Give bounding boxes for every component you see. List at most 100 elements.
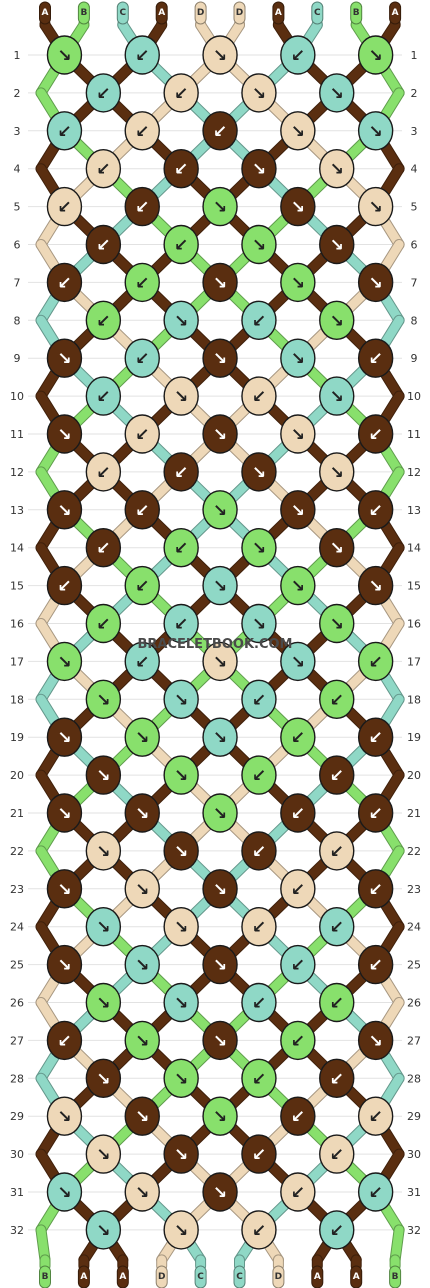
knot-direction-arrow: ↙ bbox=[330, 994, 344, 1014]
strand-letter: A bbox=[275, 8, 282, 18]
knot-body bbox=[319, 982, 355, 1023]
knot-body bbox=[241, 907, 277, 947]
knot: ↘ bbox=[241, 528, 277, 568]
knot-direction-arrow: ↙ bbox=[369, 652, 383, 672]
strand-cap-body bbox=[39, 1265, 51, 1288]
knot-direction-arrow: ↘ bbox=[291, 501, 305, 521]
strand-cap-body bbox=[350, 1265, 363, 1288]
knot-body bbox=[280, 869, 316, 909]
knot: ↘ bbox=[202, 793, 238, 833]
row-number-right: 22 bbox=[407, 845, 421, 858]
knot: ↙ bbox=[241, 300, 277, 340]
row-number-left: 3 bbox=[14, 125, 21, 138]
row-number-left: 19 bbox=[10, 731, 24, 744]
knot: ↙ bbox=[124, 186, 160, 227]
knot-body bbox=[357, 793, 394, 833]
knot-body bbox=[85, 148, 122, 189]
strand-letter: C bbox=[236, 1272, 243, 1282]
row-number-right: 32 bbox=[407, 1224, 421, 1237]
knot-body bbox=[357, 186, 394, 227]
knot: ↘ bbox=[280, 490, 316, 530]
knot-body bbox=[124, 565, 160, 606]
knot: ↙ bbox=[241, 982, 277, 1023]
knot-body bbox=[163, 831, 199, 871]
knot-body bbox=[357, 944, 394, 985]
row-number-right: 9 bbox=[411, 352, 418, 365]
knot-body bbox=[319, 73, 355, 113]
knot: ↘ bbox=[85, 755, 122, 795]
knot: ↙ bbox=[357, 1172, 394, 1212]
knot-direction-arrow: ↘ bbox=[369, 1031, 383, 1051]
knot-body bbox=[124, 338, 160, 378]
knot: ↙ bbox=[357, 1096, 394, 1136]
knot-direction-arrow: ↙ bbox=[57, 273, 71, 293]
knot-direction-arrow: ↙ bbox=[135, 273, 149, 293]
knot-body bbox=[319, 1210, 355, 1250]
knot: ↙ bbox=[85, 148, 122, 189]
knot: ↘ bbox=[241, 452, 277, 492]
knot: ↙ bbox=[319, 831, 355, 871]
knot-direction-arrow: ↘ bbox=[369, 273, 383, 293]
knot-body bbox=[241, 528, 277, 568]
knot-direction-arrow: ↙ bbox=[369, 880, 383, 900]
knot: ↘ bbox=[202, 186, 238, 227]
knot-body bbox=[124, 1096, 160, 1136]
knot: ↙ bbox=[280, 793, 316, 833]
knot-direction-arrow: ↙ bbox=[57, 577, 71, 597]
knot: ↘ bbox=[241, 73, 277, 113]
knot-direction-arrow: ↘ bbox=[213, 880, 227, 900]
knot: ↘ bbox=[163, 300, 199, 340]
knot: ↘ bbox=[202, 944, 238, 985]
knot: ↙ bbox=[163, 452, 199, 492]
knot-body bbox=[241, 73, 277, 113]
row-number-left: 10 bbox=[10, 390, 24, 403]
row-number-right: 10 bbox=[407, 390, 421, 403]
knot-direction-arrow: ↘ bbox=[252, 463, 266, 483]
knot-body bbox=[46, 793, 83, 833]
row-number-right: 25 bbox=[407, 959, 421, 972]
knot-body bbox=[357, 1096, 394, 1136]
row-number-right: 28 bbox=[407, 1072, 421, 1085]
row-number-left: 2 bbox=[14, 87, 21, 100]
knot-body bbox=[163, 376, 199, 416]
knot-body bbox=[357, 414, 394, 454]
knot-direction-arrow: ↘ bbox=[57, 728, 71, 748]
knot-body bbox=[124, 944, 160, 985]
knot-direction-arrow: ↘ bbox=[252, 539, 266, 559]
knot: ↘ bbox=[46, 641, 83, 682]
knot: ↘ bbox=[280, 262, 316, 303]
knot-body bbox=[124, 641, 160, 682]
row-number-left: 24 bbox=[10, 921, 24, 934]
knot: ↙ bbox=[124, 414, 160, 454]
knot-body bbox=[163, 1134, 199, 1174]
knot: ↘ bbox=[357, 111, 394, 151]
knot-body bbox=[85, 224, 122, 265]
knot: ↙ bbox=[357, 793, 394, 833]
knot-body bbox=[319, 1134, 355, 1174]
knot: ↘ bbox=[46, 793, 83, 833]
strand-letter: A bbox=[42, 8, 49, 18]
knot: ↙ bbox=[357, 414, 394, 454]
knot: ↘ bbox=[241, 224, 277, 265]
strand-letter: D bbox=[275, 1272, 282, 1282]
knot-direction-arrow: ↙ bbox=[96, 387, 110, 407]
knot-body bbox=[85, 1134, 122, 1174]
knot-direction-arrow: ↘ bbox=[135, 804, 149, 824]
row-number-right: 13 bbox=[407, 504, 421, 517]
knot: ↘ bbox=[280, 338, 316, 378]
knot: ↘ bbox=[46, 1096, 83, 1136]
knot: ↘ bbox=[357, 186, 394, 227]
knot-direction-arrow: ↘ bbox=[213, 425, 227, 445]
knot-body bbox=[163, 224, 199, 265]
knot: ↘ bbox=[357, 262, 394, 303]
knot: ↙ bbox=[46, 111, 83, 151]
knot-direction-arrow: ↘ bbox=[291, 349, 305, 369]
knot-body bbox=[241, 1134, 277, 1174]
row-number-left: 20 bbox=[10, 769, 24, 782]
knot-direction-arrow: ↙ bbox=[291, 1107, 305, 1127]
knot-body bbox=[357, 641, 394, 682]
knot-direction-arrow: ↘ bbox=[213, 1183, 227, 1203]
knot-body bbox=[46, 490, 83, 530]
knot: ↙ bbox=[280, 1096, 316, 1136]
knot-direction-arrow: ↙ bbox=[96, 236, 110, 256]
